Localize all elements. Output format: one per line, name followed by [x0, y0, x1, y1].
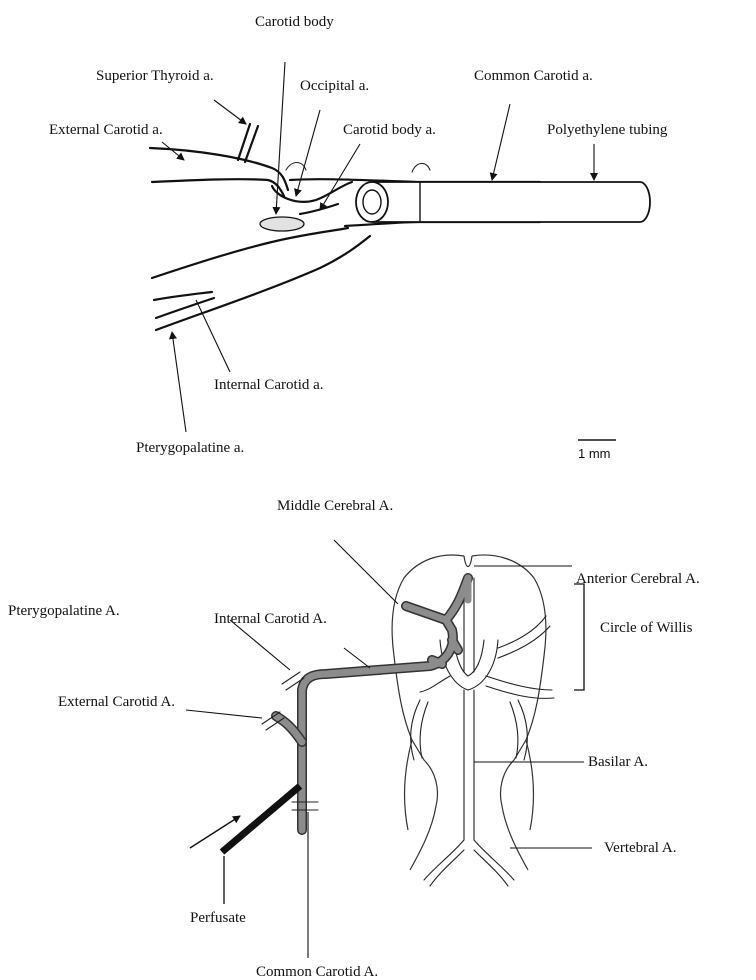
- ligature-loop-common: [412, 163, 430, 172]
- polyethylene-tubing: [356, 182, 650, 222]
- label-superior-thyroid: Superior Thyroid a.: [96, 68, 214, 84]
- label-carotid-body-artery: Carotid body a.: [343, 122, 436, 138]
- left-posterior-communicating: [411, 700, 428, 760]
- scale-bar: 1 mm: [578, 440, 616, 461]
- label-occipital: Occipital a.: [300, 78, 369, 94]
- leader-internal-carotid: [196, 300, 230, 372]
- leader-superior-thyroid: [214, 100, 246, 124]
- perfusate-catheter: [190, 786, 300, 904]
- label-external-carotid-bottom: External Carotid A.: [58, 694, 175, 710]
- carotid-vessels: [150, 124, 540, 330]
- label-common-carotid-bottom: Common Carotid A.: [256, 964, 378, 980]
- bottom-panel: Middle Cerebral A. Anterior Cerebral A. …: [8, 498, 700, 980]
- leader-pterygopalatine: [230, 620, 290, 670]
- top-panel: Carotid body Superior Thyroid a. Occipit…: [49, 14, 668, 461]
- internal-carotid-vessel-lower: [156, 236, 370, 330]
- brain-right-hemisphere: [472, 555, 546, 870]
- label-perfusate: Perfusate: [190, 910, 246, 926]
- label-polyethylene-tubing: Polyethylene tubing: [547, 122, 668, 138]
- carotid-body-structure: [260, 217, 304, 231]
- label-common-carotid: Common Carotid a.: [474, 68, 593, 84]
- pterygopalatine-vessel: [154, 292, 212, 300]
- label-vertebral: Vertebral A.: [604, 840, 676, 856]
- right-middle-cerebral-artery: [498, 616, 550, 658]
- leader-middle-cerebral: [334, 540, 398, 604]
- circle-of-willis-bracket: [574, 584, 584, 690]
- scale-bar-label: 1 mm: [578, 446, 611, 461]
- leader-internal-carotid: [344, 648, 370, 668]
- label-pterygopalatine: Pterygopalatine a.: [136, 440, 244, 456]
- leader-pterygopalatine: [172, 332, 186, 432]
- leader-carotid-body-artery: [320, 144, 360, 210]
- label-anterior-cerebral: Anterior Cerebral A.: [576, 571, 700, 587]
- label-pterygopalatine-bottom: Pterygopalatine A.: [8, 603, 120, 619]
- occipital-vessel: [272, 182, 352, 202]
- label-circle-of-willis: Circle of Willis: [600, 620, 693, 636]
- left-vertebral-artery: [424, 840, 464, 886]
- right-vertebral-artery: [474, 840, 514, 886]
- external-carotid-vessel-lower: [152, 179, 284, 196]
- label-external-carotid: External Carotid a.: [49, 122, 163, 138]
- label-internal-carotid-bottom: Internal Carotid A.: [214, 611, 327, 627]
- tubing-lumen: [363, 190, 381, 214]
- right-posterior-communicating: [510, 700, 527, 760]
- catheter-tube: [222, 786, 300, 852]
- pterygopalatine-vessel-2: [156, 298, 214, 318]
- arterial-network: [411, 578, 554, 886]
- label-basilar: Basilar A.: [588, 754, 648, 770]
- leader-common-carotid: [492, 104, 510, 180]
- left-posterior-branch: [420, 676, 450, 692]
- right-posterior-branch: [486, 676, 554, 698]
- basilar-artery: [464, 690, 474, 840]
- tubing-body: [372, 182, 650, 222]
- perfused-fill: [302, 578, 468, 830]
- bottom-leaders: [186, 540, 592, 958]
- label-middle-cerebral: Middle Cerebral A.: [277, 498, 393, 514]
- leader-occipital: [296, 110, 320, 196]
- brain-right-cerebellum: [526, 740, 533, 830]
- external-carotid-vessel: [150, 148, 288, 190]
- brain-midline-notch: [464, 556, 472, 567]
- brain-left-cerebellum: [405, 740, 412, 830]
- leader-external-carotid: [186, 710, 262, 718]
- label-carotid-body: Carotid body: [255, 14, 334, 30]
- carotid-body-artery-vessel: [300, 204, 338, 214]
- label-internal-carotid: Internal Carotid a.: [214, 377, 324, 393]
- internal-carotid-vessel-upper: [152, 228, 348, 278]
